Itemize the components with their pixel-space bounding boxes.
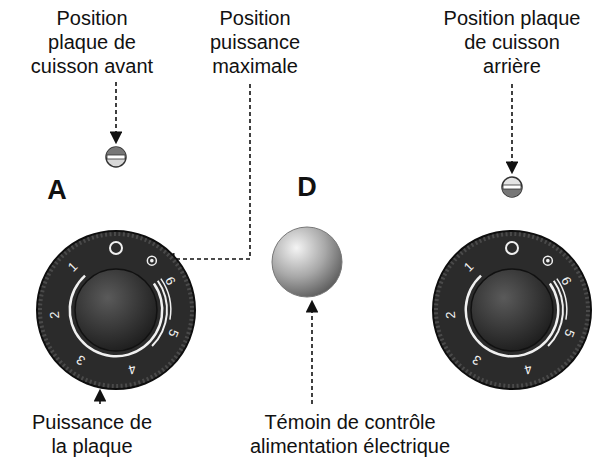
- part-letter: A: [47, 175, 67, 205]
- callout-text: Position puissance maximale: [203, 6, 307, 78]
- indicator-lamp: [272, 227, 342, 297]
- front-position-icon: [106, 147, 126, 167]
- max-mark: [543, 256, 552, 265]
- off-mark: [110, 242, 122, 254]
- leader-line: [99, 390, 101, 404]
- callout-text: Position plaque de cuisson avant: [27, 6, 157, 78]
- callout-text: Puissance de la plaque: [26, 410, 158, 458]
- off-mark: [506, 242, 518, 254]
- callout-text: Témoin de contrôle alimentation électriq…: [241, 410, 459, 458]
- part-letter: D: [297, 172, 317, 202]
- rear-position-icon: [502, 177, 522, 197]
- max-mark: [147, 256, 156, 265]
- leader-line: [115, 82, 117, 143]
- control-knob: [433, 231, 591, 389]
- leader-line: [511, 84, 513, 173]
- leader-line: [163, 84, 250, 259]
- control-knob: [37, 231, 195, 389]
- callout-text: Position plaque de cuisson arrière: [436, 6, 588, 78]
- leader-line: [311, 301, 313, 404]
